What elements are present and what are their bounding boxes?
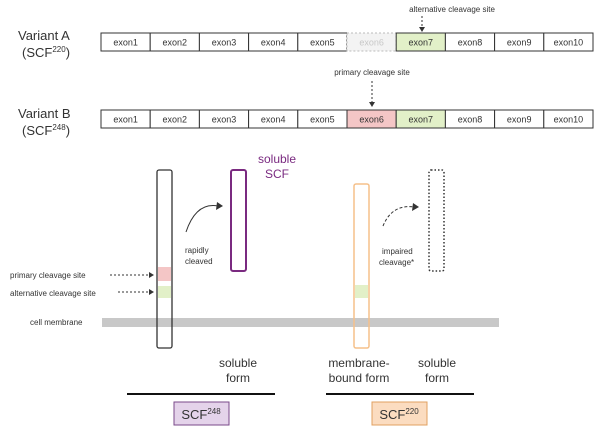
soluble-scf220-dotted-molecule xyxy=(428,169,445,272)
variant_b-exon-label-1: exon1 xyxy=(113,115,138,125)
variant-b-title: Variant B xyxy=(18,106,71,121)
variant_a-exon-label-4: exon4 xyxy=(261,38,286,48)
variant_a-exon-label-8: exon8 xyxy=(458,38,483,48)
variant-a-title: Variant A xyxy=(18,28,70,43)
variant_a-exon-label-1: exon1 xyxy=(113,38,138,48)
scf248-primary-site-segment xyxy=(158,267,171,281)
rapidly-label: rapidly xyxy=(185,246,209,255)
variant-b-subtitle: (SCF248) xyxy=(22,123,70,138)
scf220-box xyxy=(371,401,428,426)
soluble-form-220-label-line2: form xyxy=(425,371,449,385)
scf248-molecule xyxy=(156,169,173,349)
scf220-molecule xyxy=(353,183,370,349)
rapidly-cleaved-arrowhead xyxy=(216,202,223,210)
variant_a-exon-box-6 xyxy=(346,32,397,52)
variant_a-exon-label-5: exon5 xyxy=(310,38,335,48)
cell-membrane-label: cell membrane xyxy=(30,318,83,327)
variant_b-exon-label-4: exon4 xyxy=(261,115,286,125)
variant_b-exon-label-2: exon2 xyxy=(163,115,188,125)
impaired-cleavage-arrowhead xyxy=(412,203,419,211)
annotation-arrowhead-a xyxy=(419,27,425,32)
variant_a-exon-label-3: exon3 xyxy=(212,38,237,48)
cell-membrane-bar xyxy=(102,318,499,327)
membrane-bound-label-line2: bound form xyxy=(329,371,390,385)
soluble-form-label-line2: form xyxy=(226,371,250,385)
variant_a-exon-label-6: exon6 xyxy=(359,38,384,48)
alternative-site-label: alternative cleavage site xyxy=(10,289,96,298)
annotation-arrowhead-b xyxy=(369,102,375,107)
variant_a-exon-label-2: exon2 xyxy=(163,38,188,48)
soluble-scf-label-line1: soluble xyxy=(258,152,296,166)
variant_b-exon-box-10 xyxy=(543,109,594,129)
variant_b-exon-label-9: exon9 xyxy=(507,115,532,125)
variant_b-exon-label-10: exon10 xyxy=(554,115,584,125)
primary-cleavage-annotation-b: primary cleavage site xyxy=(334,68,410,77)
variant_b-exon-label-7: exon7 xyxy=(409,115,434,125)
variant_b-exon-label-5: exon5 xyxy=(310,115,335,125)
variant-a-exon-row: exon1 exon2 exon3 exon4 exon5 exon6 exon7 exon8… xyxy=(100,32,594,52)
alternative-site-arrowhead xyxy=(149,289,154,295)
variant-a-subtitle: (SCF220) xyxy=(22,45,70,60)
rapidly-cleaved-arrow xyxy=(185,205,219,233)
variant_a-exon-label-7: exon7 xyxy=(409,38,434,48)
variant-b-exon-row: exon1 exon2 exon3 exon4 exon5 exon6 exon7 exon8… xyxy=(100,109,594,129)
scf248-alternative-site-segment xyxy=(158,286,171,298)
primary-site-arrowhead xyxy=(149,272,154,278)
scf248-box-label: SCF248 xyxy=(181,407,221,422)
variant_b-exon-label-8: exon8 xyxy=(458,115,483,125)
soluble-form-220-label-line1: soluble xyxy=(418,356,456,370)
variant_b-exon-label-6: exon6 xyxy=(359,115,384,125)
variant_a-exon-label-9: exon9 xyxy=(507,38,532,48)
soluble-scf-label-line2: SCF xyxy=(265,167,289,181)
membrane-bound-label-line1: membrane- xyxy=(328,356,389,370)
variant_b-exon-label-3: exon3 xyxy=(212,115,237,125)
impaired-label: impaired xyxy=(382,247,413,256)
scf220-box-label: SCF220 xyxy=(379,407,419,422)
variant_a-exon-label-10: exon10 xyxy=(554,38,584,48)
soluble-form-label-line1: soluble xyxy=(219,356,257,370)
impaired-cleavage-arrow xyxy=(382,206,415,227)
cleaved-label: cleaved xyxy=(185,257,213,266)
scf248-box xyxy=(173,401,230,426)
alternative-cleavage-annotation-a: alternative cleavage site xyxy=(409,5,495,14)
primary-site-label: primary cleavage site xyxy=(10,271,86,280)
soluble-scf-molecule xyxy=(230,169,247,272)
scf220-alternative-site-segment xyxy=(355,285,368,298)
variant_a-exon-box-10 xyxy=(543,32,594,52)
cleavage-label: cleavage* xyxy=(379,258,414,267)
